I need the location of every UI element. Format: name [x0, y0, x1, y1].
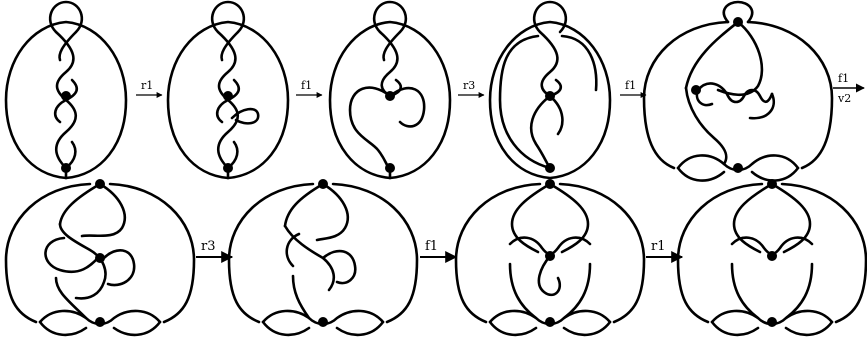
- virtual-crossing: [691, 85, 701, 95]
- move-label-f1: f1: [838, 72, 849, 85]
- virtual-crossing: [61, 163, 71, 173]
- virtual-crossing: [61, 91, 71, 101]
- virtual-crossing: [385, 91, 395, 101]
- knot-diagram-9: [678, 179, 866, 335]
- knot-diagram-5: [644, 2, 832, 181]
- move-label-r3: r3: [463, 79, 475, 92]
- virtual-crossing: [318, 317, 328, 327]
- move-label-v2: v2: [837, 92, 851, 105]
- move-label-f1: f1: [625, 79, 636, 92]
- move-label-f1: f1: [425, 239, 438, 254]
- move-arrow-8: r1: [646, 239, 682, 257]
- virtual-crossing: [318, 179, 328, 189]
- move-arrow-7: f1: [420, 239, 456, 257]
- virtual-crossing: [767, 317, 777, 327]
- virtual-crossing: [545, 91, 555, 101]
- move-label-r1: r1: [141, 79, 153, 92]
- move-arrow-3: r3: [458, 79, 484, 95]
- virtual-crossing: [733, 17, 743, 27]
- virtual-crossing: [223, 91, 233, 101]
- virtual-crossing: [385, 163, 395, 173]
- virtual-crossing: [545, 163, 555, 173]
- move-arrow-6: r3: [196, 239, 232, 257]
- virtual-crossing: [545, 179, 555, 189]
- virtual-crossing: [545, 251, 555, 261]
- virtual-crossing: [767, 179, 777, 189]
- knot-diagram-6: [6, 179, 194, 335]
- virtual-crossing: [733, 163, 743, 173]
- move-arrow-5: f1 v2: [833, 72, 864, 105]
- virtual-crossing: [767, 251, 777, 261]
- knot-diagram-4: [490, 2, 610, 178]
- knot-diagram-2: [168, 2, 288, 178]
- virtual-crossing: [223, 163, 233, 173]
- knot-diagram-1: [6, 2, 126, 178]
- move-label-r1: r1: [651, 239, 666, 254]
- move-arrow-4: f1: [620, 79, 646, 95]
- virtual-crossing: [95, 317, 105, 327]
- virtual-crossing: [545, 317, 555, 327]
- move-label-r3: r3: [201, 239, 216, 254]
- knot-diagram-7: [229, 179, 417, 335]
- knot-diagram-3: [330, 2, 450, 178]
- move-label-f1: f1: [301, 79, 312, 92]
- virtual-crossing: [95, 179, 105, 189]
- virtual-crossing: [95, 253, 105, 263]
- knot-diagram-8: [456, 179, 644, 335]
- move-arrow-1: r1: [136, 79, 162, 95]
- move-arrow-2: f1: [296, 79, 322, 95]
